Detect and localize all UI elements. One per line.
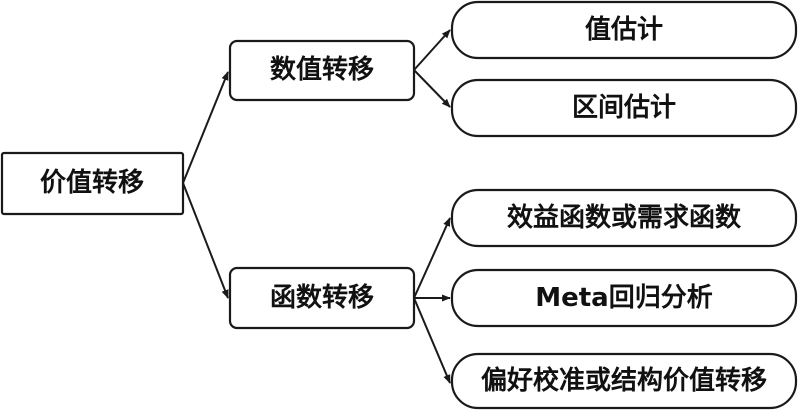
node-benefit-demand-function: 效益函数或需求函数 <box>450 188 798 248</box>
edge-function-to-benefit <box>413 217 451 299</box>
node-preference-calibration-label: 偏好校准或结构价值转移 <box>481 365 767 396</box>
node-function-transfer: 函数转移 <box>228 266 416 330</box>
node-point-estimate-label: 值估计 <box>585 15 663 45</box>
node-preference-calibration: 偏好校准或结构价值转移 <box>450 352 798 410</box>
node-meta-regression-label: Meta回归分析 <box>535 283 712 313</box>
node-value-transfer-label: 价值转移 <box>40 168 144 198</box>
node-numeric-transfer-label: 数值转移 <box>270 55 374 85</box>
edge-numeric-to-interval <box>413 69 451 108</box>
edge-root-to-function <box>182 182 229 299</box>
node-numeric-transfer: 数值转移 <box>228 39 416 102</box>
node-interval-estimate: 区间估计 <box>450 78 798 138</box>
node-function-transfer-label: 函数转移 <box>270 283 374 313</box>
edge-function-to-preference <box>413 297 451 384</box>
edge-root-to-numeric <box>182 71 229 184</box>
node-benefit-demand-function-label: 效益函数或需求函数 <box>507 202 742 233</box>
node-value-transfer: 价值转移 <box>0 151 185 216</box>
edges <box>182 29 451 384</box>
node-meta-regression: Meta回归分析 <box>450 268 798 328</box>
edge-numeric-to-point <box>413 29 451 71</box>
node-interval-estimate-label: 区间估计 <box>572 93 676 123</box>
node-point-estimate: 值估计 <box>450 0 798 60</box>
